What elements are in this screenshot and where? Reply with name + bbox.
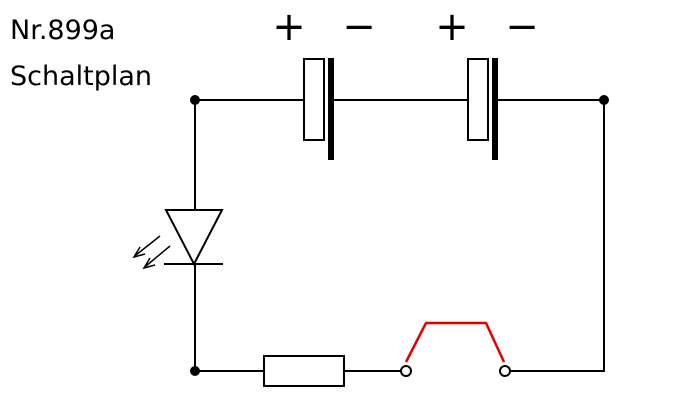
- led-light-arrows: [132, 235, 171, 270]
- battery-1-minus-sign: −: [342, 4, 376, 50]
- switch: [400, 321, 511, 377]
- battery-2: + −: [435, 4, 539, 160]
- junction-top-right: [599, 95, 609, 105]
- battery-1: + −: [272, 4, 376, 160]
- battery-2-positive-plate: [467, 58, 489, 141]
- battery-2-plus-sign: +: [435, 4, 469, 50]
- junction-top-left: [190, 95, 200, 105]
- resistor: [263, 355, 345, 387]
- led-triangle: [164, 209, 224, 267]
- battery-2-minus-sign: −: [505, 4, 539, 50]
- battery-1-negative-plate: [328, 58, 334, 160]
- battery-2-negative-plate: [492, 58, 498, 160]
- battery-1-positive-plate: [303, 58, 325, 141]
- diagram-subtitle: Schaltplan: [10, 61, 153, 92]
- junction-bottom-left: [190, 366, 200, 376]
- battery-1-plus-sign: +: [272, 4, 306, 50]
- switch-terminal-left: [400, 365, 412, 377]
- diagram-number: Nr.899a: [10, 15, 116, 46]
- switch-lever: [404, 321, 506, 363]
- led: [132, 209, 224, 270]
- switch-terminal-right: [499, 365, 511, 377]
